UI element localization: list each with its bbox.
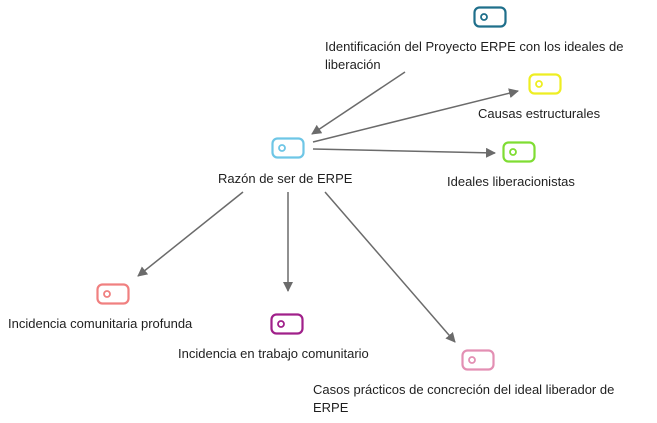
node-razon-label: Razón de ser de ERPE: [218, 171, 353, 186]
node-razon-tag-icon[interactable]: [271, 137, 305, 164]
node-casos-label: Casos prácticos de concreción del ideal …: [313, 382, 615, 415]
node-incidencia-trabajo-label: Incidencia en trabajo comunitario: [178, 346, 369, 361]
edge-razon-to-incidencia_comunitaria: [137, 191, 244, 277]
node-ideales-label: Ideales liberacionistas: [447, 174, 575, 189]
node-incidencia-comunitaria-tag-icon[interactable]: [96, 283, 130, 310]
edge-razon-to-ideales: [312, 147, 496, 158]
edge-identificacion-to-razon: [311, 71, 406, 135]
edge-razon-to-causas: [312, 88, 519, 143]
node-causas-label: Causas estructurales: [478, 106, 601, 121]
node-incidencia-comunitaria-label: Incidencia comunitaria profunda: [8, 316, 193, 331]
node-casos-tag-icon[interactable]: [461, 349, 495, 376]
edge-razon-to-casos: [324, 191, 456, 343]
node-identificacion-label: Identificación del Proyecto ERPE con los…: [325, 39, 624, 72]
node-ideales-tag-icon[interactable]: [502, 141, 536, 168]
node-incidencia-trabajo-tag-icon[interactable]: [270, 313, 304, 340]
node-identificacion-tag-icon[interactable]: [473, 6, 507, 33]
node-causas-tag-icon[interactable]: [528, 73, 562, 100]
